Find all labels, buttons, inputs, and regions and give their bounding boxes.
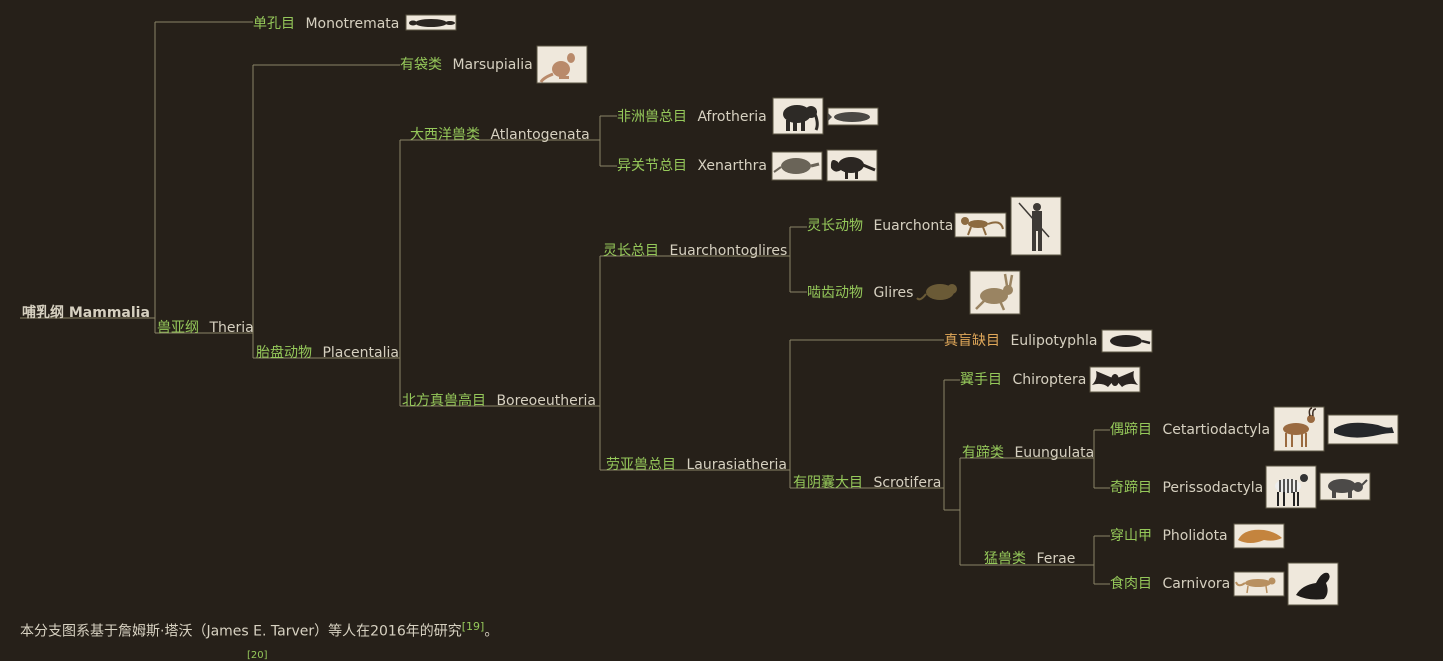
node-en: Euarchontoglires [669, 243, 787, 259]
node-en: Perissodactyla [1162, 480, 1263, 496]
node-en: Pholidota [1162, 528, 1227, 544]
zebra-icon [1265, 465, 1317, 509]
node-en: Xenarthra [697, 158, 766, 174]
node-scrotifera[interactable]: 有阴囊大目 Scrotifera [793, 474, 941, 491]
anteater-icon [826, 149, 878, 182]
node-zh: 大西洋兽类 [410, 127, 480, 143]
node-en: Atlantogenata [490, 127, 589, 143]
node-carnivora[interactable]: 食肉目 Carnivora [1110, 575, 1230, 592]
clipped-reference[interactable]: [20] [247, 650, 268, 661]
node-zh: 翼手目 [960, 372, 1002, 388]
node-zh: 奇蹄目 [1110, 479, 1152, 496]
node-zh: 灵长总目 [603, 243, 659, 259]
node-en: Eulipotyphla [1010, 333, 1097, 349]
caption-reference-link[interactable]: [19] [461, 620, 485, 633]
node-zh: 单孔目 [253, 16, 295, 32]
bat-icon [1089, 366, 1141, 393]
node-euarchontoglires[interactable]: 灵长总目 Euarchontoglires [603, 243, 787, 259]
node-atlantogenata[interactable]: 大西洋兽类 Atlantogenata [410, 127, 590, 143]
cat-icon [1233, 571, 1285, 597]
seal-icon [1287, 562, 1339, 606]
node-zh: 异关节总目 [617, 158, 687, 174]
manatee-icon [827, 107, 879, 126]
node-zh: 食肉目 [1110, 575, 1152, 592]
node-zh: 有蹄类 [962, 444, 1004, 461]
rhino-icon [1319, 472, 1371, 501]
node-zh: 啮齿动物 [807, 285, 863, 301]
node-en: Theria [208, 320, 253, 336]
node-boreoeutheria[interactable]: 北方真兽高目 Boreoeutheria [402, 392, 596, 409]
node-zh: 胎盘动物 [256, 344, 312, 361]
footnote-caption: 本分支图系基于詹姆斯·塔沃（James E. Tarver）等人在2016年的研… [20, 620, 498, 641]
hare-icon [969, 270, 1021, 315]
pangolin-icon [1233, 523, 1285, 549]
node-pholidota[interactable]: 穿山甲 Pholidota [1110, 528, 1228, 544]
node-perissodactyla[interactable]: 奇蹄目 Perissodactyla [1110, 479, 1263, 496]
node-en: Scrotifera [873, 475, 941, 491]
node-en: Ferae [1036, 551, 1075, 567]
node-euungulata[interactable]: 有蹄类 Euungulata [962, 444, 1094, 461]
root-label: 哺乳纲 Mammalia [22, 304, 150, 321]
node-laurasiatheria[interactable]: 劳亚兽总目 Laurasiatheria [606, 457, 787, 473]
node-cetartiodactyla[interactable]: 偶蹄目 Cetartiodactyla [1110, 421, 1270, 438]
node-en: Carnivora [1162, 576, 1230, 592]
whale-icon [1327, 414, 1399, 445]
node-zh: 有袋类 [400, 57, 442, 73]
node-zh: 偶蹄目 [1110, 421, 1152, 438]
node-marsupialia[interactable]: 有袋类 Marsupialia [400, 57, 533, 73]
kangaroo-icon [536, 45, 588, 84]
human-icon [1010, 196, 1062, 256]
node-eulipotyphla[interactable]: 真盲缺目 Eulipotyphla [944, 332, 1097, 349]
platypus-icon [405, 14, 457, 31]
node-en: Euungulata [1014, 445, 1094, 461]
node-en: Cetartiodactyla [1162, 422, 1270, 438]
node-en: Glires [873, 285, 913, 301]
node-monotremata[interactable]: 单孔目 Monotremata [253, 16, 399, 32]
node-euarchonta[interactable]: 灵长动物 Euarchonta [807, 218, 953, 234]
node-en: Marsupialia [452, 57, 532, 73]
node-zh: 非洲兽总目 [617, 109, 687, 125]
node-afrotheria[interactable]: 非洲兽总目 Afrotheria [617, 109, 767, 125]
cladogram: 哺乳纲 Mammalia 单孔目 Monotremata 兽亚纲 Theria … [20, 14, 1399, 606]
node-en: Euarchonta [873, 218, 953, 234]
node-zh: 灵长动物 [807, 218, 863, 234]
node-glires[interactable]: 啮齿动物 Glires [807, 285, 913, 301]
rat-icon [916, 276, 966, 307]
node-placentalia[interactable]: 胎盘动物 Placentalia [256, 344, 399, 361]
node-en: Laurasiatheria [686, 457, 787, 473]
node-zh: 真盲缺目 [944, 332, 1000, 349]
node-zh: 猛兽类 [984, 551, 1026, 567]
node-zh: 北方真兽高目 [402, 392, 486, 409]
node-xenarthra[interactable]: 异关节总目 Xenarthra [617, 158, 767, 174]
antelope-icon [1273, 406, 1325, 452]
node-ferae[interactable]: 猛兽类 Ferae [984, 551, 1075, 567]
node-en: Afrotheria [697, 109, 766, 125]
caption-text: 本分支图系基于詹姆斯·塔沃（James E. Tarver）等人在2016年的研… [20, 623, 462, 640]
node-en: Boreoeutheria [496, 393, 595, 409]
node-theria[interactable]: 兽亚纲 Theria [157, 320, 254, 336]
mole-icon [1101, 329, 1153, 353]
node-en: Chiroptera [1012, 372, 1086, 388]
elephant-icon [772, 97, 824, 135]
node-zh: 有阴囊大目 [793, 474, 863, 491]
node-chiroptera[interactable]: 翼手目 Chiroptera [960, 372, 1086, 388]
armadillo-icon [771, 151, 823, 181]
monkey-icon [954, 212, 1007, 238]
branch-lines [20, 21, 1110, 585]
caption-end: 。 [484, 623, 499, 640]
node-en: Placentalia [322, 345, 399, 361]
node-zh: 兽亚纲 [157, 320, 199, 336]
node-zh: 穿山甲 [1110, 528, 1152, 544]
node-zh: 劳亚兽总目 [606, 457, 676, 473]
node-en: Monotremata [305, 16, 399, 32]
